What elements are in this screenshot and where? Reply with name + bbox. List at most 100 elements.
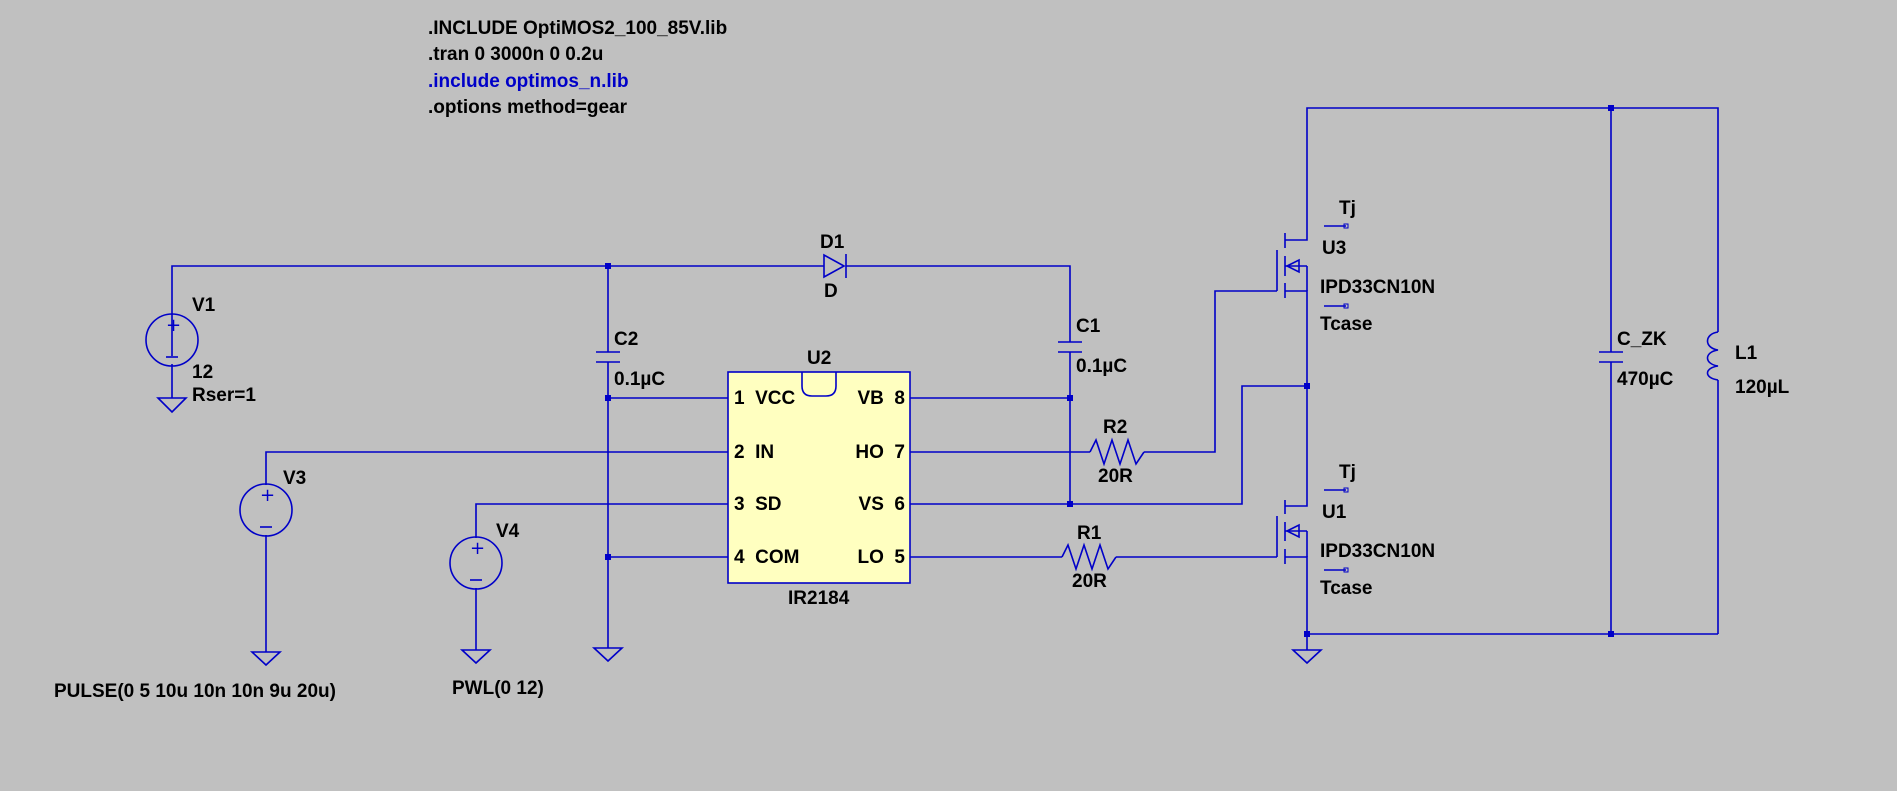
pin-terminal: [1343, 303, 1349, 309]
v4-label: V4: [496, 521, 520, 542]
junction-dot: [1067, 395, 1073, 401]
v4-value: PWL(0 12): [452, 678, 544, 699]
pin-2-in: 2 IN: [734, 442, 774, 463]
directive-include-lib[interactable]: .INCLUDE OptiMOS2_100_85V.lib: [428, 18, 727, 39]
u1-part: IPD33CN10N: [1320, 541, 1435, 562]
directive-options[interactable]: .options method=gear: [428, 97, 628, 118]
wire-sd[interactable]: [475, 503, 728, 538]
l1-label: L1: [1735, 343, 1758, 364]
ground-icon: [591, 647, 625, 663]
pin-terminal: [1343, 487, 1349, 493]
source-lead: [1285, 556, 1308, 576]
junction-dot: [605, 554, 611, 560]
wires: [171, 107, 1719, 652]
body-arrow-icon: [1285, 258, 1300, 274]
plus-icon: +: [470, 538, 485, 559]
pin-6-vs: VS 6: [859, 494, 905, 515]
inductor-icon: [1706, 331, 1719, 381]
drain-lead: [1285, 233, 1308, 241]
c2-label: C2: [614, 329, 638, 350]
u3-label: U3: [1322, 238, 1346, 259]
v3-label: V3: [283, 468, 306, 489]
wire-v1-rail[interactable]: [171, 265, 824, 356]
capacitor-czk[interactable]: C_ZK 470µC: [1599, 329, 1674, 390]
ground-icon: [459, 649, 493, 665]
wire-d1-c1[interactable]: [846, 265, 1071, 342]
pin-terminal: [1343, 567, 1349, 573]
pin-terminal: [1343, 223, 1349, 229]
d1-model: D: [824, 281, 838, 302]
voltage-source-v4[interactable]: + V4 PWL(0 12): [449, 521, 544, 699]
u1-label: U1: [1322, 502, 1347, 523]
v3-value: PULSE(0 5 10u 10n 10n 9u 20u): [54, 681, 336, 702]
u3-tcase-label: Tcase: [1320, 314, 1372, 335]
v1-value: 12: [192, 362, 213, 383]
drain-lead: [1285, 500, 1308, 507]
resistor-icon: [1061, 542, 1117, 572]
u2-part: IR2184: [788, 588, 850, 609]
voltage-source-icon: [239, 483, 293, 537]
capacitor-c1[interactable]: C1 0.1µC: [1058, 316, 1127, 377]
wire-u3-gate[interactable]: [1144, 290, 1277, 453]
pin-1-vcc: 1 VCC: [734, 388, 796, 409]
voltage-source-v3[interactable]: + V3 PULSE(0 5 10u 10n 10n 9u 20u): [54, 468, 336, 702]
u2-label: U2: [807, 348, 831, 369]
wire-top-rail[interactable]: [1306, 107, 1719, 332]
junction-dot: [1608, 105, 1614, 111]
r1-label: R1: [1077, 523, 1102, 544]
voltage-source-icon: [145, 313, 199, 367]
junction-dot: [605, 263, 611, 269]
r2-label: R2: [1103, 417, 1127, 438]
resistor-icon: [1089, 437, 1145, 467]
ic-notch-icon: [801, 372, 837, 397]
r1-value: 20R: [1072, 571, 1107, 592]
c1-label: C1: [1076, 316, 1101, 337]
u3-tj-label: Tj: [1339, 198, 1356, 219]
d1-label: D1: [820, 232, 845, 253]
source-lead: [1285, 290, 1308, 310]
c1-value: 0.1µC: [1076, 356, 1127, 377]
pin-4-com: 4 COM: [734, 547, 799, 568]
r2-value: 20R: [1098, 466, 1133, 487]
mosfet-u1[interactable]: Tj U1 IPD33CN10N Tcase: [1276, 462, 1435, 665]
resistor-r1[interactable]: R1 20R: [1061, 523, 1117, 592]
plus-icon: +: [260, 485, 275, 506]
u3-part: IPD33CN10N: [1320, 277, 1435, 298]
u1-tcase-label: Tcase: [1320, 578, 1372, 599]
ic-body: [727, 371, 911, 584]
u1-tj-label: Tj: [1339, 462, 1356, 483]
junction-dot: [1067, 501, 1073, 507]
body-arrow-icon: [1285, 523, 1300, 539]
ground-icon: [156, 397, 188, 414]
pin-7-ho: HO 7: [855, 442, 905, 463]
v1-label: V1: [192, 295, 216, 316]
v1-param: Rser=1: [192, 385, 256, 406]
plus-icon: +: [166, 315, 181, 336]
junction-dot: [1304, 383, 1310, 389]
ground-icon: [249, 651, 283, 667]
directive-include-optimos[interactable]: .include optimos_n.lib: [428, 71, 629, 92]
c2-value: 0.1µC: [614, 369, 665, 390]
czk-value: 470µC: [1617, 369, 1674, 390]
junction-dot: [1304, 631, 1310, 637]
wire-in[interactable]: [265, 451, 728, 485]
wire-vs[interactable]: [910, 385, 1307, 505]
l1-value: 120µL: [1735, 377, 1790, 398]
junction-dot: [1608, 631, 1614, 637]
junction-dot: [605, 395, 611, 401]
pin-5-lo: LO 5: [857, 547, 905, 568]
pin-8-vb: VB 8: [857, 388, 905, 409]
inductor-l1[interactable]: L1 120µL: [1706, 331, 1790, 398]
junctions: [605, 105, 1614, 637]
capacitor-c2[interactable]: C2 0.1µC: [591, 329, 665, 663]
diode-icon: [823, 253, 846, 279]
voltage-source-v1[interactable]: + V1 12 Rser=1: [145, 295, 256, 414]
resistor-r2[interactable]: R2 20R: [1089, 417, 1145, 487]
voltage-source-icon: [449, 536, 503, 590]
mosfet-u3[interactable]: Tj U3 IPD33CN10N Tcase: [1276, 198, 1435, 335]
diode-d1[interactable]: D1 D: [820, 232, 847, 302]
directive-tran[interactable]: .tran 0 3000n 0 0.2u: [428, 44, 603, 65]
pin-3-sd: 3 SD: [734, 494, 782, 515]
ic-u2-ir2184[interactable]: U2 IR2184 1 VCC 2 IN 3 SD 4 COM VB 8 HO …: [727, 348, 911, 609]
